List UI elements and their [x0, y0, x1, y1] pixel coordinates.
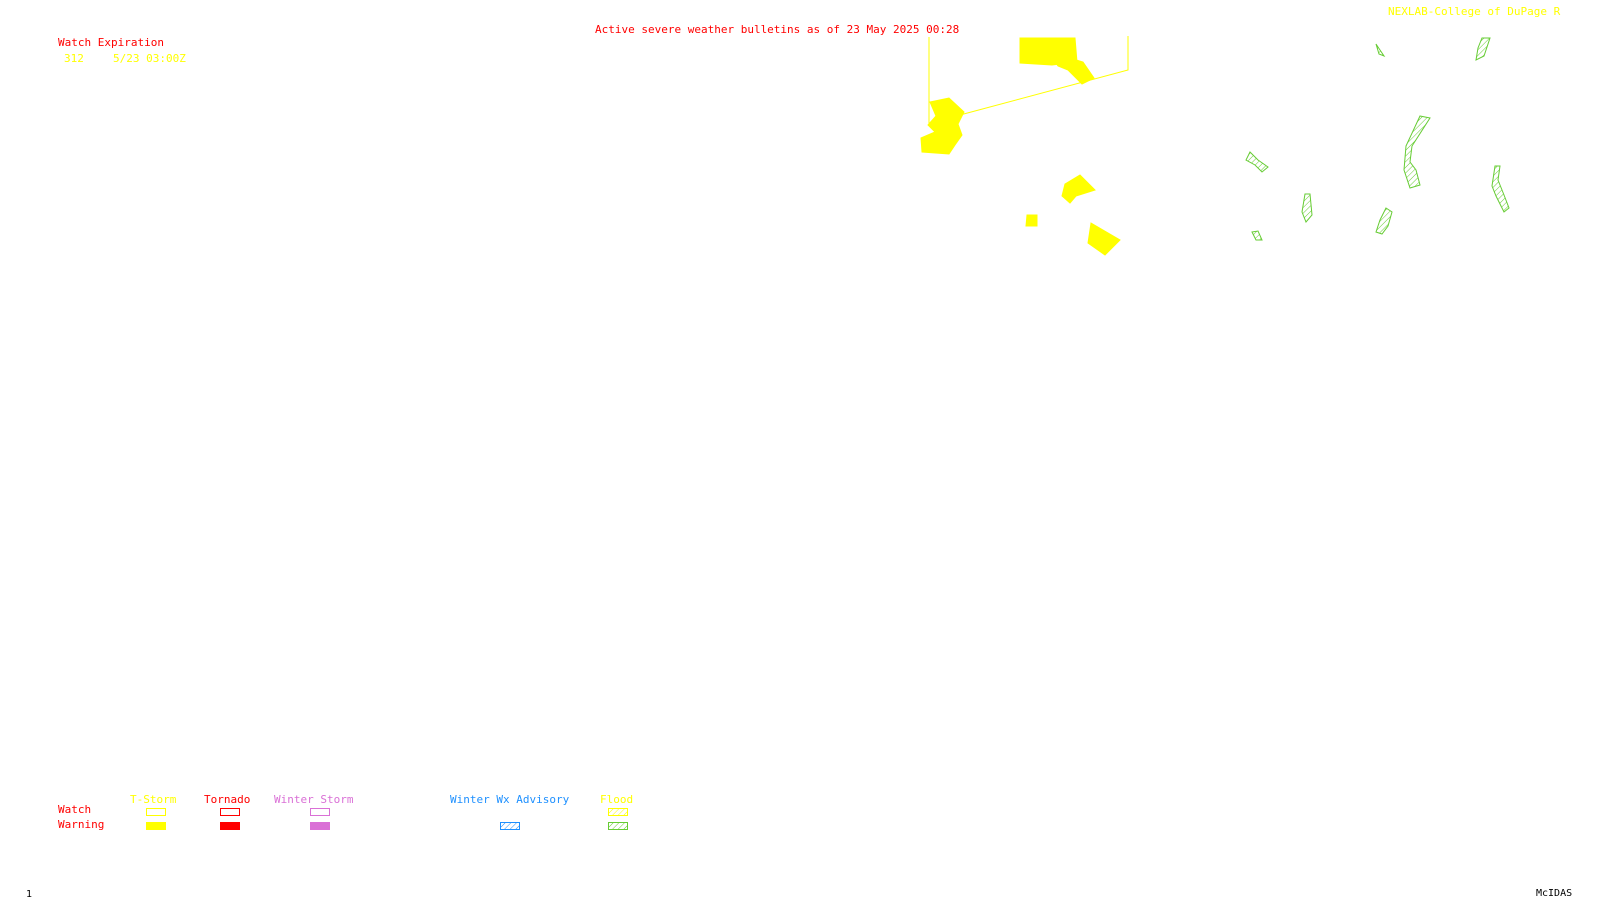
flood-warnings [1245, 37, 1510, 241]
tstorm-warning-polygon [1025, 214, 1038, 227]
tstorm-warning-polygon [1054, 57, 1095, 85]
legend-tstorm-label: T-Storm [130, 793, 177, 806]
legend-watch-row-label: Watch [58, 803, 92, 816]
legend-tstorm-watch-swatch [146, 808, 166, 816]
flood-warning-polygon [1491, 165, 1510, 213]
legend-tornado-warning-swatch [220, 822, 240, 830]
flood-warning-polygon [1375, 43, 1386, 58]
watch-number: 312 [64, 52, 84, 65]
flood-warning-polygon [1245, 151, 1269, 173]
flood-warning-polygon [1301, 193, 1313, 223]
legend-warning-row-label: Warning [58, 818, 105, 831]
flood-warning-polygon [1475, 37, 1491, 61]
flood-warning-polygon [1251, 230, 1263, 241]
watch-table-heading: Watch Expiration [58, 36, 164, 49]
page-title: Active severe weather bulletins as of 23… [595, 23, 960, 36]
tstorm-warnings [920, 37, 1121, 256]
legend-flood-warning-swatch [608, 822, 628, 830]
credit-label: NEXLAB-College of DuPage R [1388, 5, 1561, 18]
watch-expiration: 5/23 03:00Z [113, 52, 186, 65]
legend-winter-storm-label: Winter Storm [274, 793, 354, 806]
software-label: McIDAS [1536, 888, 1573, 899]
tstorm-warning-polygon [920, 97, 965, 155]
legend-flood-watch-swatch [608, 808, 628, 816]
flood-warning-polygon [1375, 207, 1393, 235]
frame-number: 1 [26, 889, 33, 900]
tstorm-warning-polygon [1087, 222, 1121, 256]
legend-winter-storm-warning-swatch [310, 822, 330, 830]
legend-winter-wx-advisory-swatch [500, 822, 520, 830]
legend-tornado-watch-swatch [220, 808, 240, 816]
tstorm-warning-polygon [1061, 174, 1096, 204]
flood-warning-polygon [1403, 115, 1431, 189]
legend-winter-storm-watch-swatch [310, 808, 330, 816]
legend-tstorm-warning-swatch [146, 822, 166, 830]
legend-flood-label: Flood [600, 793, 634, 806]
legend-winter-wx-advisory-label: Winter Wx Advisory [450, 793, 570, 806]
legend-tornado-label: Tornado [204, 793, 251, 806]
